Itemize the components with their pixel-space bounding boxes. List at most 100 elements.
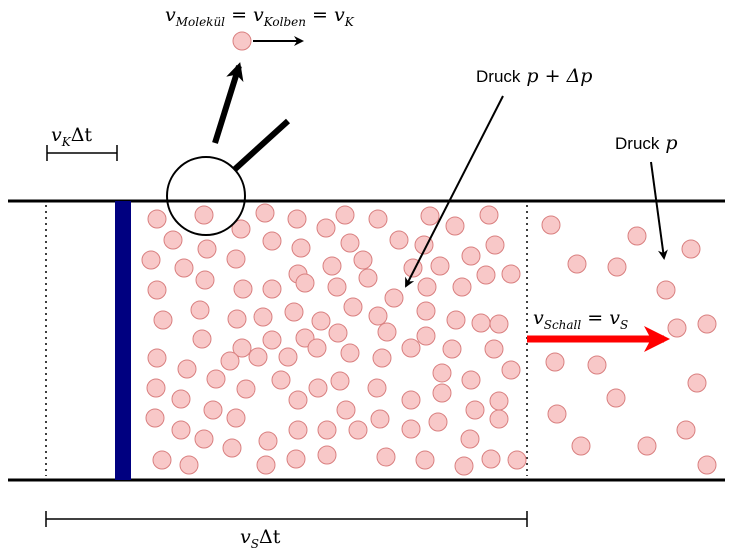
gas-molecule <box>233 279 253 299</box>
gas-molecule <box>384 288 404 308</box>
gas-molecule <box>197 239 217 259</box>
gas-molecule <box>367 378 387 398</box>
gas-molecule <box>484 339 504 359</box>
gas-molecules <box>141 203 717 476</box>
gas-molecule <box>307 338 327 358</box>
gas-molecule <box>177 359 197 379</box>
gas-molecule <box>501 264 521 284</box>
gas-molecule <box>316 218 336 238</box>
piston-step-label: vKΔt <box>51 124 92 149</box>
gas-molecule <box>547 404 567 424</box>
reflected-molecule-arrow <box>212 62 244 144</box>
gas-molecule <box>206 369 226 389</box>
gas-molecule <box>295 273 315 293</box>
gas-molecule <box>571 436 591 456</box>
low-pressure-pointer-arrow <box>650 161 668 260</box>
gas-molecule <box>231 219 251 239</box>
gas-molecule <box>271 370 291 390</box>
gas-molecule <box>353 250 373 270</box>
gas-molecule <box>676 420 696 440</box>
piston-step-dimension <box>46 145 118 161</box>
gas-molecule <box>190 300 210 320</box>
gas-molecule <box>340 233 360 253</box>
gas-molecule <box>507 450 527 470</box>
gas-molecule <box>335 205 355 225</box>
gas-molecule <box>446 310 466 330</box>
gas-molecule <box>372 348 392 368</box>
gas-molecule <box>227 309 247 329</box>
gas-molecule <box>637 436 657 456</box>
gas-molecule <box>545 352 565 372</box>
gas-molecule <box>255 203 275 223</box>
gas-molecule <box>322 256 342 276</box>
gas-molecule <box>442 339 462 359</box>
gas-molecule <box>336 400 356 420</box>
gas-molecule <box>317 445 337 465</box>
gas-molecule <box>328 323 348 343</box>
sound-distance-dimension <box>45 511 528 527</box>
gas-molecule <box>327 277 347 297</box>
gas-molecule <box>370 409 390 429</box>
gas-molecule <box>416 326 436 346</box>
incoming-molecule-trajectory <box>231 118 291 173</box>
gas-molecule <box>656 280 676 300</box>
gas-molecule <box>286 449 306 469</box>
gas-molecule <box>401 419 421 439</box>
gas-molecule <box>417 277 437 297</box>
gas-molecule <box>489 409 509 429</box>
gas-molecule <box>460 429 480 449</box>
gas-molecule <box>236 379 256 399</box>
gas-molecule <box>278 347 298 367</box>
gas-molecule <box>415 450 435 470</box>
gas-molecule <box>479 205 499 225</box>
gas-molecule <box>311 311 331 331</box>
gas-molecule <box>163 230 183 250</box>
gas-molecule <box>194 205 214 225</box>
gas-molecule <box>147 209 167 229</box>
gas-molecule <box>416 301 436 321</box>
gas-molecule <box>368 306 388 326</box>
gas-molecule <box>389 230 409 250</box>
gas-molecule <box>147 280 167 300</box>
gas-molecule <box>461 370 481 390</box>
gas-molecule <box>401 338 421 358</box>
gas-molecule <box>330 371 350 391</box>
gas-molecule <box>145 408 165 428</box>
gas-molecule <box>171 420 191 440</box>
gas-molecule <box>471 313 491 333</box>
gas-molecule <box>258 431 278 451</box>
gas-molecule <box>697 455 717 475</box>
gas-molecule <box>141 250 161 270</box>
gas-molecule <box>195 270 215 290</box>
gas-molecule <box>606 388 626 408</box>
gas-molecule <box>432 363 452 383</box>
gas-molecule <box>262 231 282 251</box>
molecule-velocity-label: vMolekül = vKolben = vK <box>165 4 355 29</box>
gas-molecule <box>171 389 191 409</box>
gas-molecule <box>358 268 378 288</box>
gas-molecule <box>288 420 308 440</box>
gas-molecule <box>287 209 307 229</box>
gas-molecule <box>291 238 311 258</box>
gas-molecule <box>401 390 421 410</box>
gas-molecule <box>461 246 481 266</box>
gas-molecule <box>501 360 521 380</box>
gas-molecule <box>222 438 242 458</box>
gas-molecule <box>226 249 246 269</box>
gas-molecule <box>681 239 701 259</box>
gas-molecule <box>343 297 363 317</box>
gas-molecule <box>667 318 687 338</box>
gas-molecule <box>697 314 717 334</box>
gas-molecule <box>192 329 212 349</box>
collision-highlight-circle <box>166 156 246 236</box>
gas-molecule <box>465 400 485 420</box>
gas-molecule <box>284 302 304 322</box>
gas-molecule <box>262 330 282 350</box>
gas-molecule <box>194 429 214 449</box>
gas-molecule <box>317 420 337 440</box>
gas-molecule <box>146 378 166 398</box>
gas-molecule <box>452 277 472 297</box>
